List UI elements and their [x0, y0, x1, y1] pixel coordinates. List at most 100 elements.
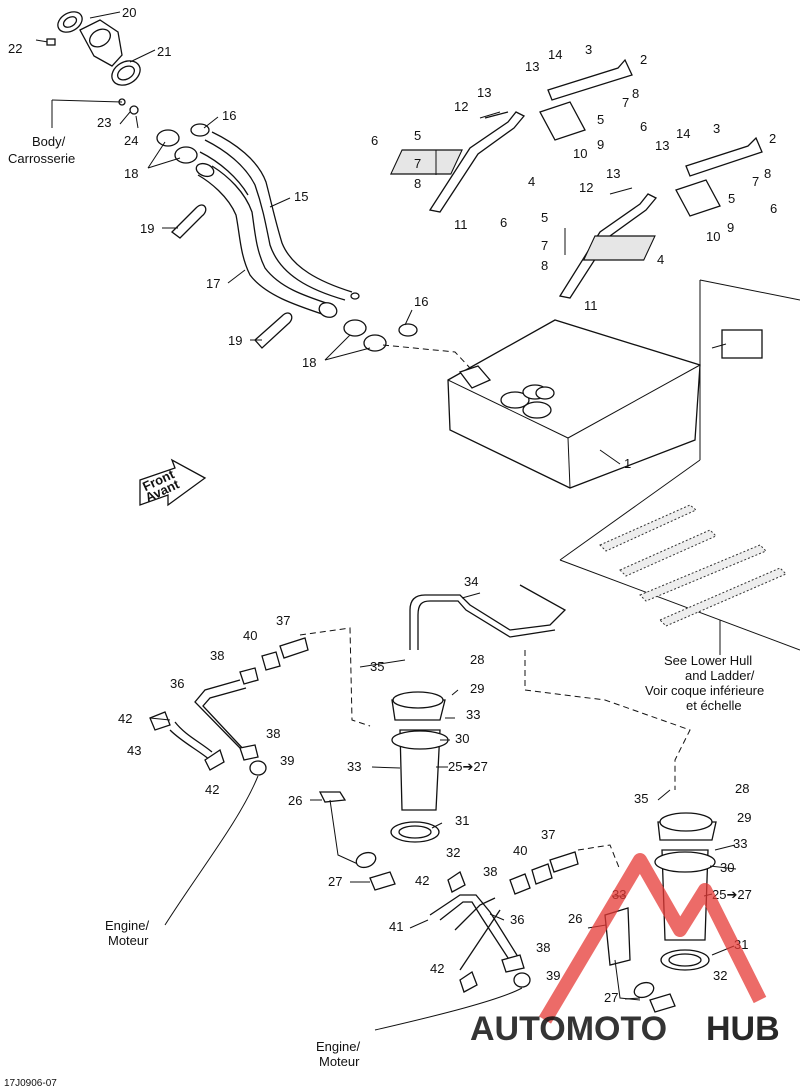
- callout: 34: [464, 574, 478, 589]
- callout: 25➔27: [712, 887, 752, 902]
- lower-hull-note: See Lower Hull: [664, 653, 752, 668]
- callout: 27: [604, 990, 618, 1005]
- callout: 26: [568, 911, 582, 926]
- watermark-text-red: AUTOMOTO: [470, 1010, 667, 1048]
- callout: 38: [210, 648, 224, 663]
- lower-hull-note: et échelle: [686, 698, 742, 713]
- body-note: Carrosserie: [8, 151, 75, 166]
- callout: 6: [500, 215, 507, 230]
- tank-strap-brackets: [389, 58, 763, 299]
- callout: 9: [727, 220, 734, 235]
- callout: 13: [477, 85, 491, 100]
- callout: 38: [483, 864, 497, 879]
- callout: 20: [122, 5, 136, 20]
- callout: 6: [770, 201, 777, 216]
- callout: 5: [728, 191, 735, 206]
- callout: 25➔27: [448, 759, 488, 774]
- callout: 8: [541, 258, 548, 273]
- front-direction-arrow: [139, 458, 207, 507]
- callout: 5: [597, 112, 604, 127]
- callout: 42: [430, 961, 444, 976]
- clamps-lower: [343, 319, 471, 369]
- lower-hull-note: Voir coque inférieure: [645, 683, 764, 698]
- callout: 2: [640, 52, 647, 67]
- callout: 31: [455, 813, 469, 828]
- callout: 16: [414, 294, 428, 309]
- callout: 32: [446, 845, 460, 860]
- clamps-upper: [156, 123, 210, 164]
- callout: 21: [157, 44, 171, 59]
- callout: 28: [735, 781, 749, 796]
- callout: 41: [389, 919, 403, 934]
- callout: 24: [124, 133, 138, 148]
- callout: 29: [470, 681, 484, 696]
- callout: 38: [266, 726, 280, 741]
- lower-hull-outline: [559, 279, 800, 655]
- callout: 6: [371, 133, 378, 148]
- callout: 3: [713, 121, 720, 136]
- callout: 7: [541, 238, 548, 253]
- callout: 11: [454, 217, 468, 232]
- callout: 16: [222, 108, 236, 123]
- callout: 37: [276, 613, 290, 628]
- callout: 36: [170, 676, 184, 691]
- filler-neck-assembly: [35, 11, 141, 128]
- callout: 33: [347, 759, 361, 774]
- callout: 35: [370, 659, 384, 674]
- callout: 15: [294, 189, 308, 204]
- callout: 22: [8, 41, 22, 56]
- callout: 35: [634, 791, 648, 806]
- callout: 4: [657, 252, 664, 267]
- fuel-pump-right: [374, 650, 717, 1031]
- automotohub-watermark: AUTOMOTO HUB: [470, 853, 780, 1048]
- callout: 6: [640, 119, 647, 134]
- callout: 1: [624, 456, 631, 471]
- callout: 17: [206, 276, 220, 291]
- diagram-notes: Body/ Carrosserie Front Avant See Lower …: [4, 134, 764, 1089]
- callout: 42: [205, 782, 219, 797]
- callout: 12: [454, 99, 468, 114]
- callout: 33: [733, 836, 747, 851]
- callout: 13: [606, 166, 620, 181]
- callout: 4: [528, 174, 535, 189]
- callout: 8: [632, 86, 639, 101]
- callout: 8: [414, 176, 421, 191]
- callout: 7: [414, 156, 421, 171]
- callout: 37: [541, 827, 555, 842]
- callout-labels: 20 22 21 23 24 16 18 15 19 17 16 19 18 1…: [8, 5, 777, 1005]
- callout: 42: [415, 873, 429, 888]
- engine-note: Moteur: [319, 1054, 360, 1069]
- callout: 30: [720, 860, 734, 875]
- hull-bracket-detail: [711, 329, 763, 359]
- watermark-text-gray: HUB: [706, 1010, 780, 1048]
- callout: 30: [455, 731, 469, 746]
- callout: 36: [510, 912, 524, 927]
- callout: 2: [769, 131, 776, 146]
- fuel-tank: [447, 319, 701, 489]
- callout: 33: [466, 707, 480, 722]
- engine-note: Moteur: [108, 933, 149, 948]
- cable-ties: [171, 204, 293, 349]
- callout: 9: [597, 137, 604, 152]
- callout: 23: [97, 115, 111, 130]
- callout: 11: [584, 298, 598, 313]
- callout: 39: [280, 753, 294, 768]
- callout: 14: [548, 47, 562, 62]
- callout: 13: [655, 138, 669, 153]
- callout: 28: [470, 652, 484, 667]
- callout: 10: [573, 146, 587, 161]
- callout: 10: [706, 229, 720, 244]
- callout: 42: [118, 711, 132, 726]
- body-note: Body/: [32, 134, 66, 149]
- callout: 19: [140, 221, 154, 236]
- lower-hull-note: and Ladder/: [685, 668, 755, 683]
- callout: 13: [525, 59, 539, 74]
- callout: 18: [302, 355, 316, 370]
- callout: 14: [676, 126, 690, 141]
- callout: 29: [737, 810, 751, 825]
- callout: 7: [752, 174, 759, 189]
- fuel-pump-left: [149, 584, 567, 926]
- callout: 5: [541, 210, 548, 225]
- engine-note: Engine/: [105, 918, 149, 933]
- filler-hoses: [195, 131, 360, 318]
